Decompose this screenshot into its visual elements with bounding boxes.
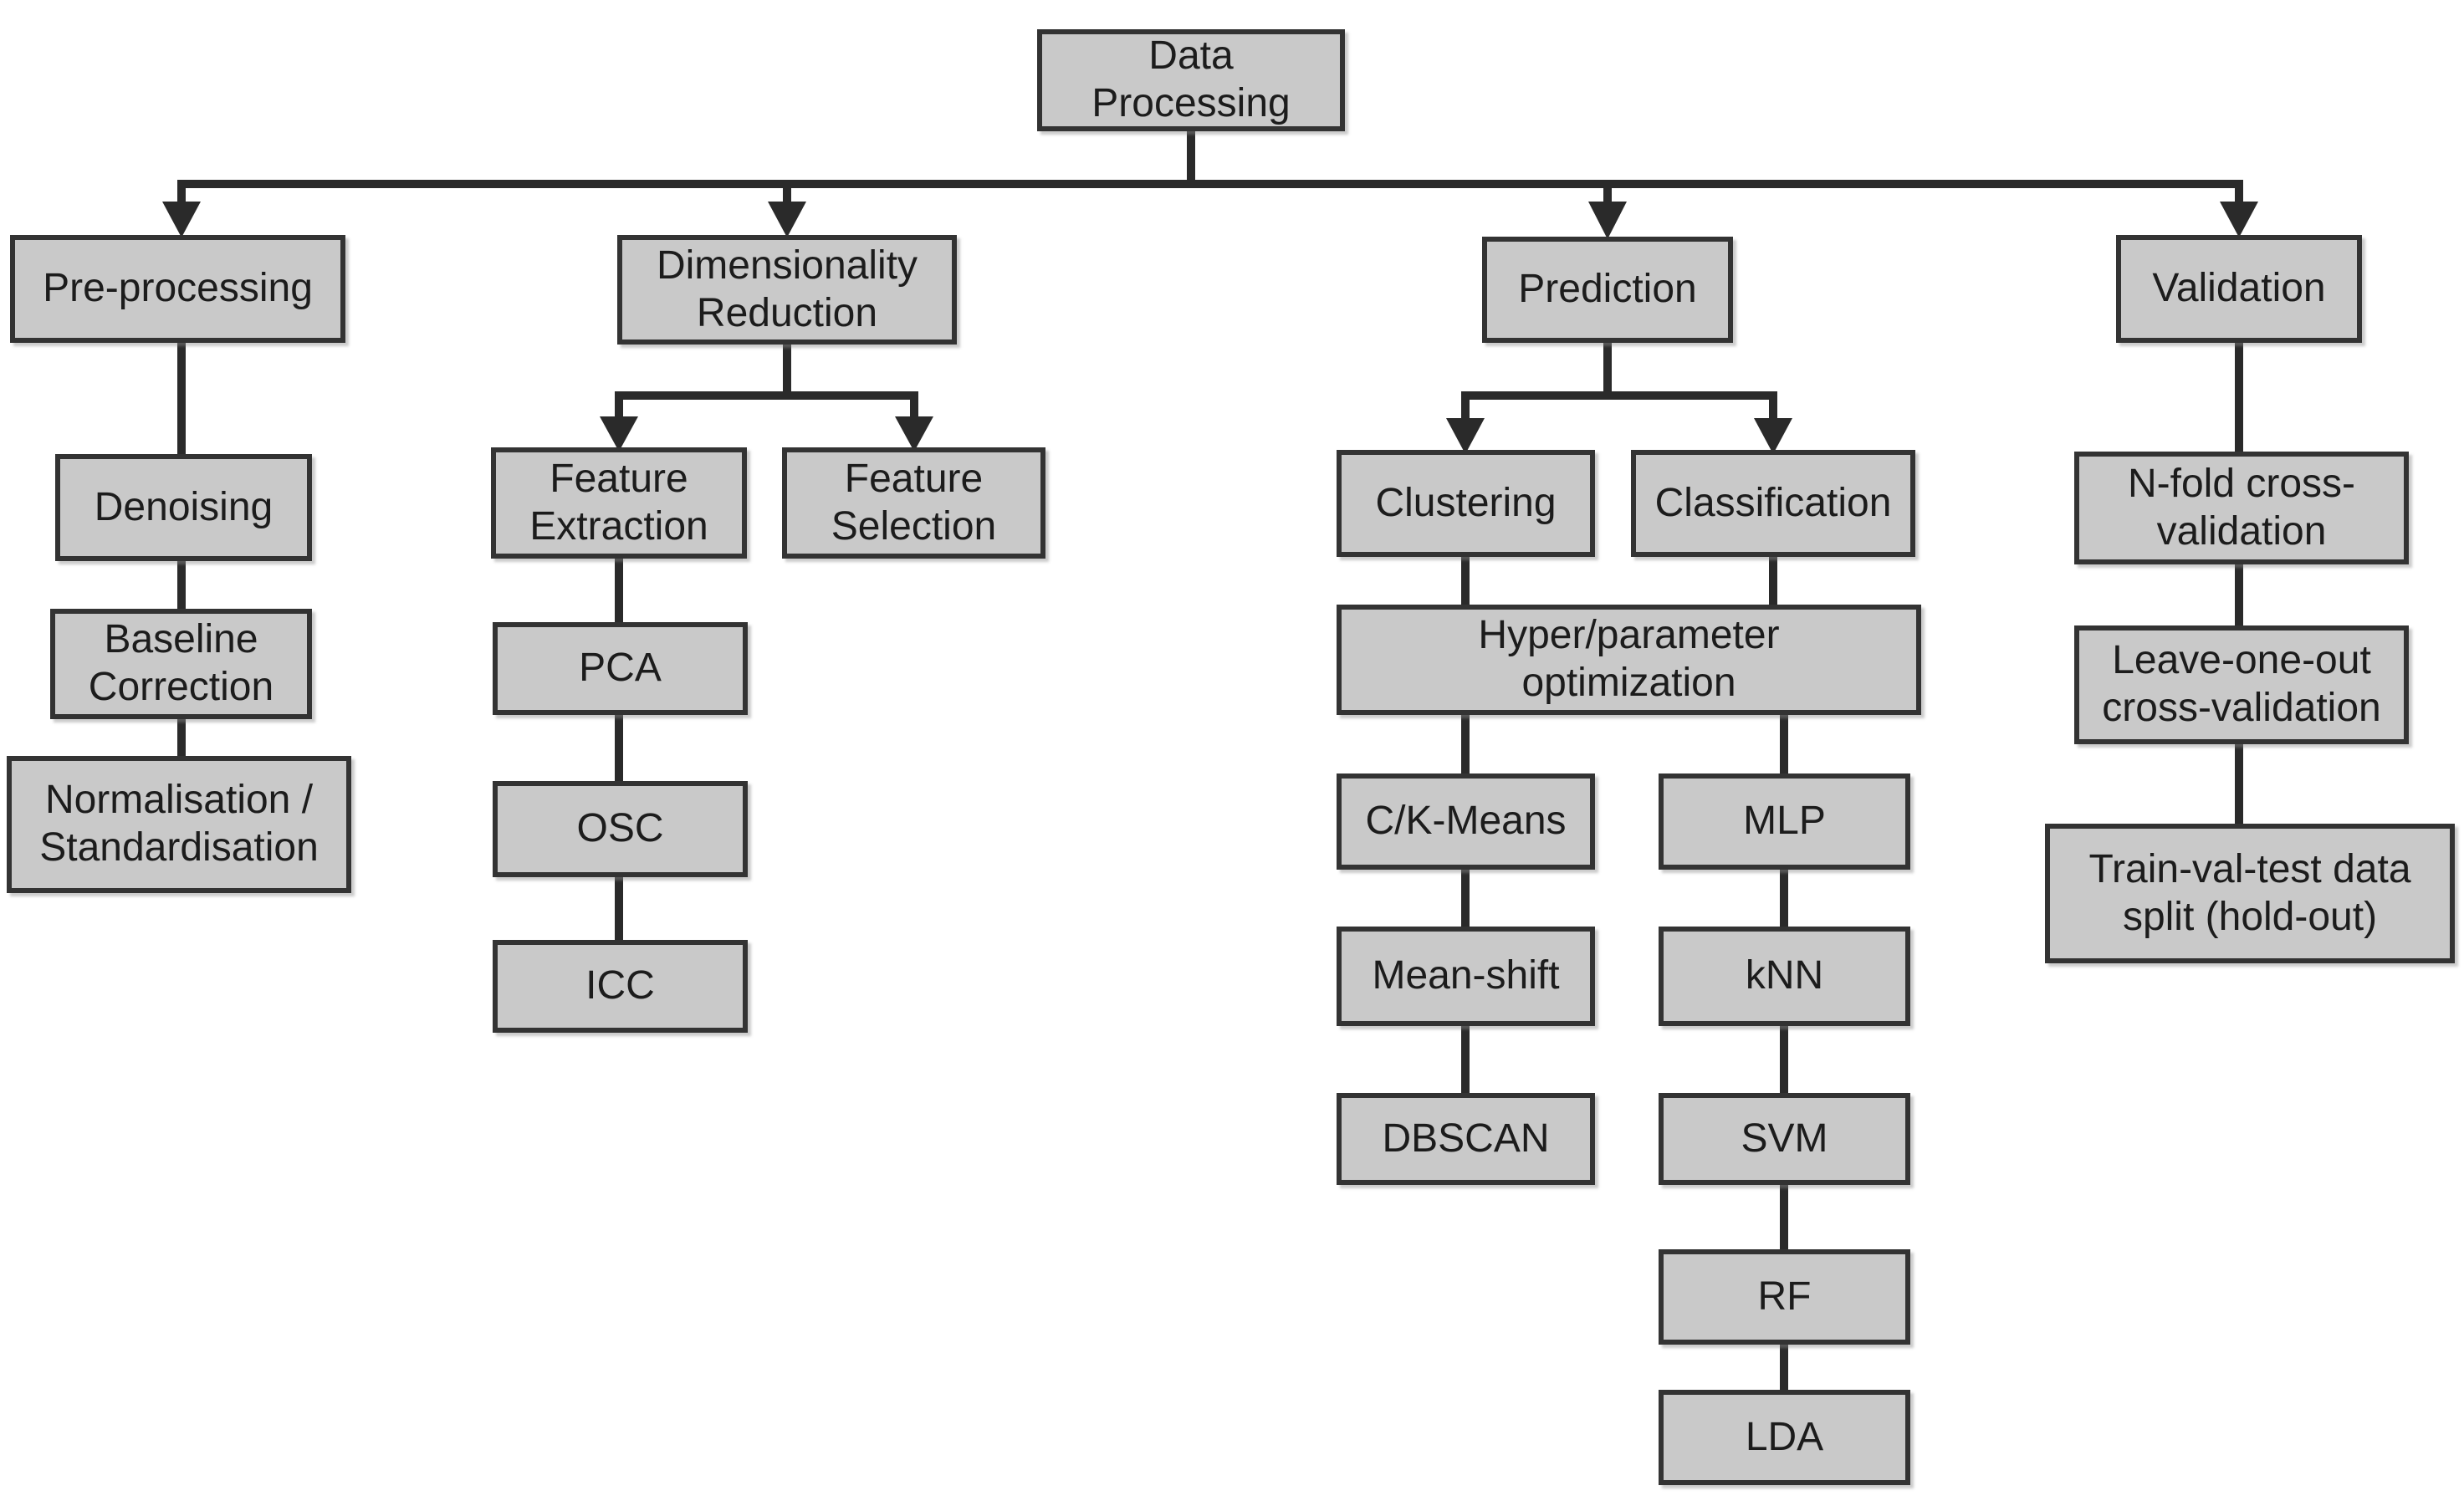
node-baseline-correction-label: Baseline Correction: [88, 617, 274, 709]
node-dbscan-label: DBSCAN: [1382, 1116, 1550, 1161]
node-nfold-cross-validation-label: N-fold cross-validation: [2127, 461, 2356, 554]
node-train-val-test-split-label: Train-val-test data split (hold-out): [2088, 846, 2411, 939]
node-data-processing-label: Data Processing: [1091, 33, 1291, 125]
node-classification: Classification: [1631, 450, 1915, 557]
node-knn-label: kNN: [1745, 953, 1824, 998]
node-classification-label: Classification: [1654, 480, 1892, 525]
node-train-val-test-split: Train-val-test data split (hold-out): [2045, 824, 2455, 963]
node-lda-label: LDA: [1745, 1414, 1824, 1459]
arrowhead-feature-selection: [895, 416, 933, 452]
node-osc: OSC: [493, 781, 748, 877]
node-rf-label: RF: [1757, 1274, 1812, 1319]
node-pre-processing-label: Pre-processing: [43, 266, 313, 311]
node-mlp-label: MLP: [1743, 799, 1826, 844]
node-data-processing: Data Processing: [1037, 29, 1345, 131]
arrowhead-prediction: [1588, 202, 1627, 239]
node-ck-means: C/K-Means: [1337, 773, 1595, 870]
node-normalisation-standardisation-label: Normalisation / Standardisation: [39, 778, 319, 870]
node-dimensionality-reduction: Dimensionality Reduction: [617, 235, 957, 345]
node-dimensionality-reduction-label: Dimensionality Reduction: [656, 243, 918, 335]
node-feature-selection: Feature Selection: [782, 447, 1045, 559]
node-denoising-label: Denoising: [94, 484, 273, 529]
node-feature-selection-label: Feature Selection: [831, 456, 997, 549]
arrowhead-classification: [1754, 418, 1792, 454]
node-hyperparameter-optimization-label: Hyper/parameter optimization: [1478, 613, 1780, 705]
arrowhead-validation: [2220, 202, 2258, 237]
node-validation: Validation: [2116, 235, 2362, 343]
node-lda: LDA: [1659, 1390, 1910, 1485]
node-feature-extraction: Feature Extraction: [491, 447, 747, 559]
node-pca-label: PCA: [579, 646, 662, 691]
arrowhead-clustering: [1446, 418, 1485, 454]
node-svm: SVM: [1659, 1093, 1910, 1185]
node-pre-processing: Pre-processing: [10, 235, 345, 343]
node-mean-shift-label: Mean-shift: [1372, 953, 1560, 998]
node-dbscan: DBSCAN: [1337, 1093, 1595, 1185]
node-clustering-label: Clustering: [1375, 480, 1557, 525]
node-feature-extraction-label: Feature Extraction: [529, 456, 708, 549]
arrowhead-preprocessing: [162, 202, 201, 237]
node-icc-label: ICC: [585, 963, 655, 1008]
node-normalisation-standardisation: Normalisation / Standardisation: [7, 756, 351, 893]
node-clustering: Clustering: [1337, 450, 1595, 557]
node-hyperparameter-optimization: Hyper/parameter optimization: [1337, 605, 1921, 715]
node-rf: RF: [1659, 1249, 1910, 1345]
node-leave-one-out-cross-validation: Leave-one-out cross-validation: [2074, 625, 2409, 744]
node-leave-one-out-cross-validation-label: Leave-one-out cross-validation: [2102, 638, 2381, 730]
node-ck-means-label: C/K-Means: [1365, 799, 1567, 844]
node-mean-shift: Mean-shift: [1337, 927, 1595, 1026]
arrowhead-dimensionality: [768, 202, 806, 237]
node-prediction: Prediction: [1482, 237, 1733, 343]
node-mlp: MLP: [1659, 773, 1910, 870]
node-svm-label: SVM: [1741, 1116, 1828, 1161]
node-icc: ICC: [493, 940, 748, 1033]
node-nfold-cross-validation: N-fold cross-validation: [2074, 452, 2409, 564]
node-validation-label: Validation: [2152, 266, 2326, 311]
node-denoising: Denoising: [55, 454, 312, 561]
node-pca: PCA: [493, 622, 748, 715]
node-knn: kNN: [1659, 927, 1910, 1026]
node-prediction-label: Prediction: [1518, 267, 1697, 312]
arrowhead-feature-extraction: [600, 416, 638, 452]
node-osc-label: OSC: [576, 806, 664, 851]
node-baseline-correction: Baseline Correction: [50, 609, 312, 719]
